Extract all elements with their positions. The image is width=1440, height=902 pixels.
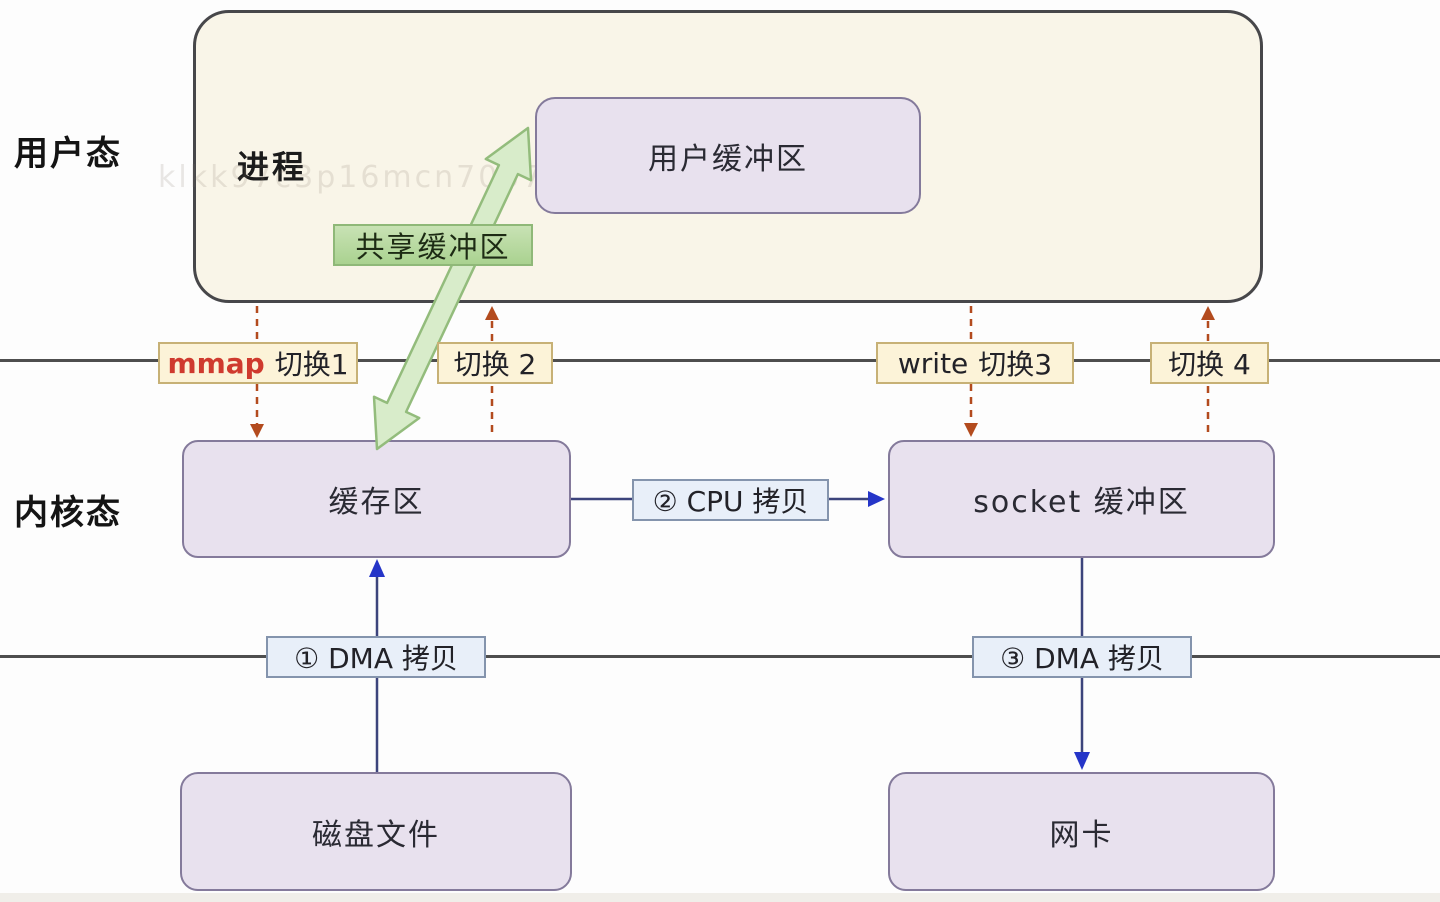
dma-copy3-label: ③ DMA 拷贝 [1000, 642, 1164, 675]
user-buffer-label: 用户缓冲区 [648, 141, 808, 177]
user-kernel-boundary-line [0, 359, 1440, 362]
socket-buffer-box: socket 缓冲区 [888, 440, 1275, 558]
shared-buffer-tag: 共享缓冲区 [333, 224, 533, 266]
cpu-copy-arrowhead-right-icon [868, 491, 885, 507]
bottom-edge-strip [0, 893, 1440, 902]
switch3-tag: write 切换3 [876, 342, 1074, 384]
nic-label: 网卡 [1049, 817, 1114, 853]
dma-copy3-tag: ③ DMA 拷贝 [972, 636, 1192, 678]
switch3-syscall: write [897, 346, 969, 380]
switch3-arrowhead-down-icon [964, 423, 978, 437]
switch4-label: 切换 4 [1168, 348, 1251, 381]
kernel-buffer-label: 缓存区 [328, 485, 425, 520]
nic-box: 网卡 [888, 772, 1275, 891]
kernel-mode-label: 内核态 [14, 493, 122, 533]
switch1-tag: mmap 切换1 [158, 342, 358, 384]
user-buffer-box: 用户缓冲区 [535, 97, 921, 214]
switch3-label: 切换3 [978, 348, 1053, 381]
cpu-copy2-tag: ② CPU 拷贝 [632, 479, 829, 521]
disk-file-box: 磁盘文件 [180, 772, 572, 891]
dma-copy1-tag: ① DMA 拷贝 [266, 636, 486, 678]
dma1-arrowhead-up-icon [369, 559, 385, 577]
switch2-tag: 切换 2 [437, 342, 553, 384]
switch2-arrowhead-up-icon [485, 306, 499, 320]
user-mode-label: 用户态 [14, 134, 122, 174]
socket-buffer-label: socket 缓冲区 [973, 485, 1190, 520]
cpu-copy2-label: ② CPU 拷贝 [652, 485, 809, 518]
disk-file-label: 磁盘文件 [312, 817, 440, 853]
kernel-hardware-boundary-line [0, 655, 1440, 658]
shared-buffer-tag-label: 共享缓冲区 [355, 230, 511, 264]
switch2-label: 切换 2 [453, 348, 537, 381]
process-title: 进程 [237, 148, 308, 186]
switch1-arrowhead-down-icon [250, 424, 264, 438]
kernel-buffer-box: 缓存区 [182, 440, 571, 558]
switch1-syscall: mmap [167, 346, 265, 380]
dma-copy1-label: ① DMA 拷贝 [294, 642, 458, 675]
switch1-label: 切换1 [274, 348, 349, 381]
dma3-arrowhead-down-icon [1074, 752, 1090, 770]
switch4-tag: 切换 4 [1150, 342, 1269, 384]
switch4-arrowhead-up-icon [1201, 306, 1215, 320]
